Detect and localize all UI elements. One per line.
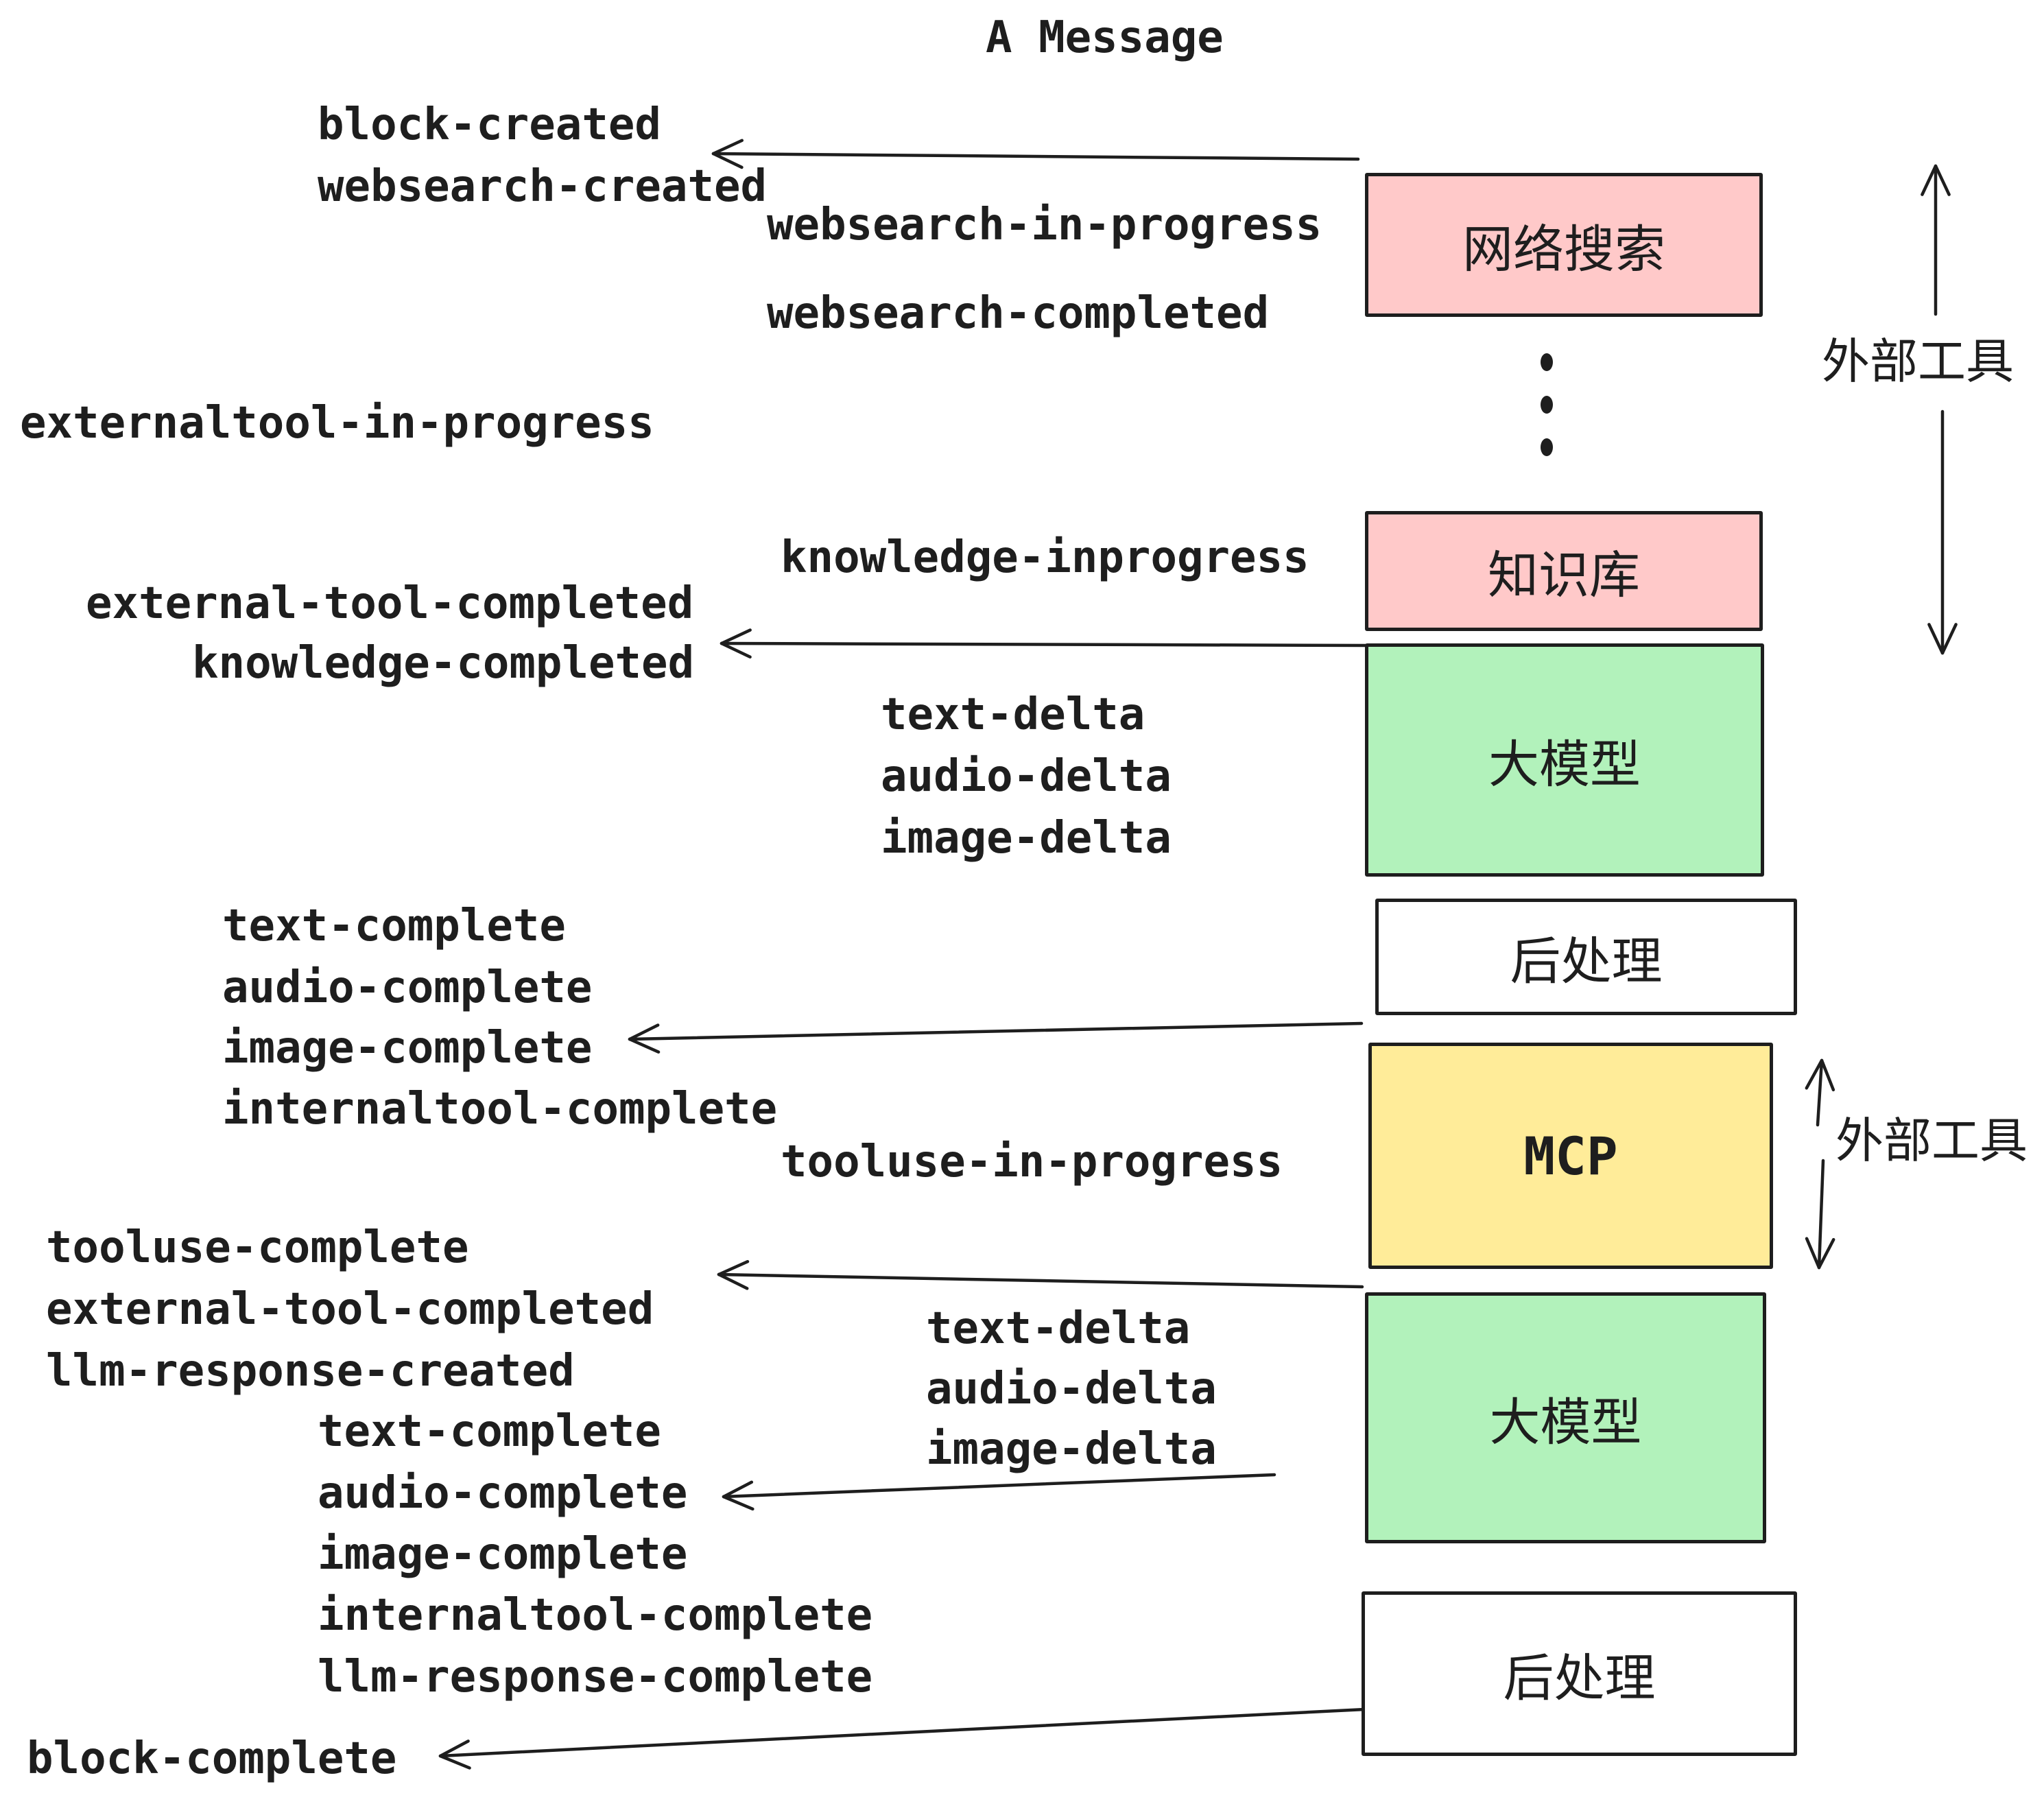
box-web-search: 网络搜索 bbox=[1365, 173, 1763, 317]
external-tools-1-down-arrow bbox=[1927, 410, 1958, 655]
box-mcp: MCP bbox=[1368, 1043, 1773, 1269]
event-audio-delta-1: audio-delta bbox=[881, 751, 1172, 802]
box-llm-1-label: 大模型 bbox=[1488, 735, 1641, 793]
event-llm-response-created: llm-response-created bbox=[46, 1346, 575, 1397]
box-llm-1: 大模型 bbox=[1365, 643, 1764, 877]
event-external-tool-completed-2: external-tool-completed bbox=[46, 1284, 654, 1335]
event-externaltool-in-progress: externaltool-in-progress bbox=[20, 398, 654, 449]
event-external-tool-completed-1: external-tool-completed bbox=[86, 578, 694, 629]
event-llm-response-complete: llm-response-complete bbox=[318, 1652, 873, 1702]
external-tools-1-up-arrow bbox=[1921, 164, 1951, 316]
arrow-to-image-complete-1 bbox=[628, 1021, 1364, 1054]
event-knowledge-completed: knowledge-completed bbox=[192, 638, 695, 689]
box-post-process-1: 后处理 bbox=[1375, 899, 1797, 1015]
label-external-tools-2: 外部工具 bbox=[1835, 1114, 2028, 1167]
event-text-delta-1: text-delta bbox=[881, 689, 1145, 740]
event-audio-complete-2: audio-complete bbox=[318, 1468, 688, 1519]
event-image-delta-2: image-delta bbox=[926, 1424, 1217, 1475]
event-audio-delta-2: audio-delta bbox=[926, 1364, 1217, 1414]
box-knowledge-base-label: 知识库 bbox=[1488, 547, 1640, 604]
ellipsis-dots bbox=[1541, 353, 1553, 456]
arrow-to-websearch-created bbox=[711, 139, 1360, 169]
event-text-complete-1: text-complete bbox=[222, 901, 566, 951]
box-knowledge-base: 知识库 bbox=[1365, 511, 1763, 631]
event-websearch-created: websearch-created bbox=[318, 161, 768, 212]
external-tools-2-down-arrow bbox=[1805, 1159, 1835, 1270]
event-text-delta-2: text-delta bbox=[926, 1303, 1191, 1354]
box-llm-2: 大模型 bbox=[1365, 1292, 1766, 1543]
event-knowledge-inprogress: knowledge-inprogress bbox=[781, 532, 1309, 583]
event-internaltool-complete-1: internaltool-complete bbox=[222, 1084, 778, 1135]
event-block-complete: block-complete bbox=[27, 1733, 397, 1784]
diagram-title: A Message bbox=[986, 12, 1224, 63]
arrow-to-tooluse-complete bbox=[717, 1259, 1364, 1290]
event-block-created: block-created bbox=[318, 99, 661, 150]
event-audio-complete-1: audio-complete bbox=[222, 962, 593, 1013]
event-websearch-completed: websearch-completed bbox=[767, 288, 1270, 339]
external-tools-2-up-arrow bbox=[1805, 1058, 1835, 1127]
event-image-complete-2: image-complete bbox=[318, 1529, 688, 1580]
arrow-to-block-complete bbox=[438, 1707, 1367, 1770]
arrow-to-knowledge-completed bbox=[720, 628, 1370, 658]
event-text-complete-2: text-complete bbox=[318, 1406, 661, 1457]
label-external-tools-1: 外部工具 bbox=[1822, 335, 2014, 388]
event-image-delta-1: image-delta bbox=[881, 813, 1172, 864]
arrow-to-audio-complete-2 bbox=[722, 1473, 1276, 1511]
box-mcp-label: MCP bbox=[1523, 1125, 1618, 1187]
box-post-process-2: 后处理 bbox=[1362, 1591, 1797, 1756]
event-internaltool-complete-2: internaltool-complete bbox=[318, 1590, 873, 1641]
event-tooluse-in-progress: tooluse-in-progress bbox=[781, 1137, 1283, 1187]
box-llm-2-label: 大模型 bbox=[1489, 1393, 1642, 1451]
box-web-search-label: 网络搜索 bbox=[1462, 220, 1665, 278]
box-post-process-2-label: 后处理 bbox=[1503, 1649, 1656, 1707]
event-tooluse-complete: tooluse-complete bbox=[46, 1222, 469, 1273]
event-websearch-in-progress: websearch-in-progress bbox=[767, 200, 1322, 250]
box-post-process-1-label: 后处理 bbox=[1510, 932, 1663, 990]
event-image-complete-1: image-complete bbox=[222, 1023, 593, 1073]
